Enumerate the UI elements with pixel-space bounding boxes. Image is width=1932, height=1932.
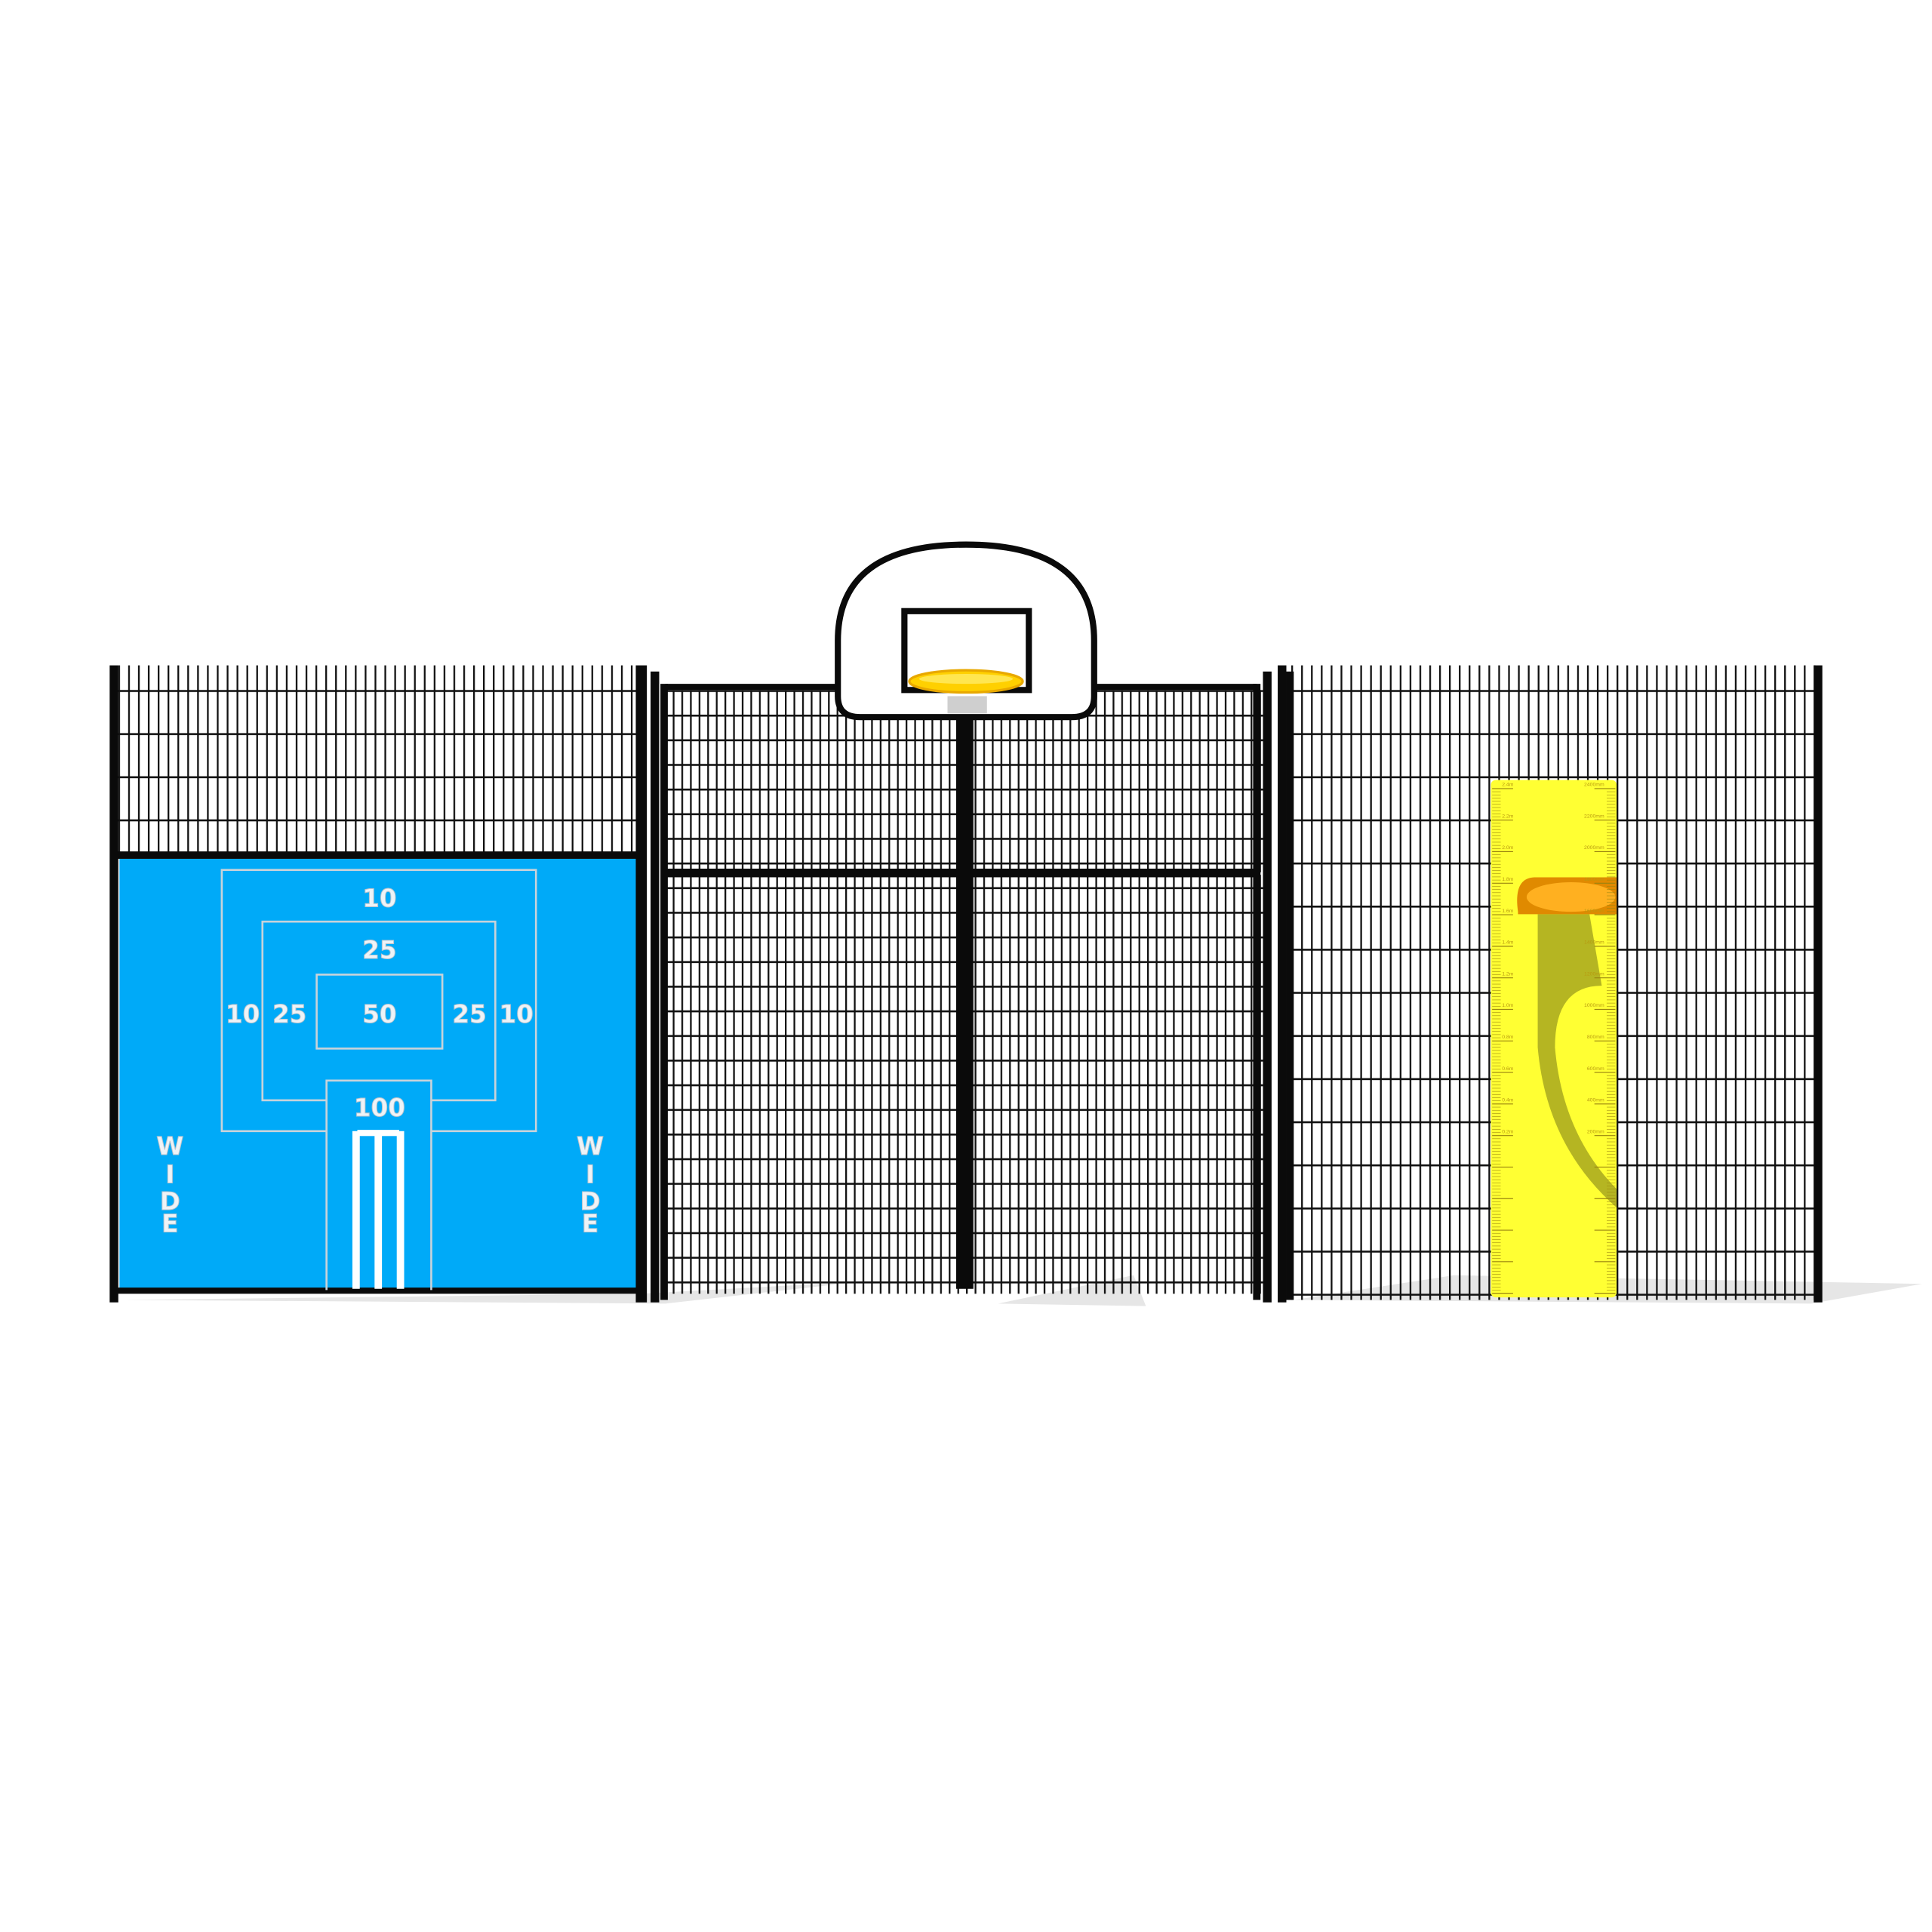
left-upper-mesh <box>117 665 641 857</box>
height-ruler: 2.4m 2400mm 2.2m 2200mm 2.0m 2000mm 1.8m 1800mm… <box>1491 780 1617 1298</box>
zone-label-right-outer: 10 <box>499 1000 533 1029</box>
ruler-label-metres: 0.8m <box>1502 1035 1514 1040</box>
ruler-label-metres: 1.0m <box>1502 1003 1514 1008</box>
zone-label-centre: 50 <box>362 1000 396 1029</box>
left-rail <box>117 851 641 859</box>
ruler-label-metres: 2.0m <box>1502 845 1514 851</box>
wide-letter: W <box>156 1132 183 1161</box>
center-left-frame <box>660 684 668 1300</box>
ruler-label-millimetres: 1800mm <box>1584 877 1604 882</box>
ruler-label-millimetres: 1400mm <box>1584 940 1604 946</box>
ruler-label-millimetres: 1200mm <box>1584 971 1604 977</box>
ruler-label-millimetres: 400mm <box>1587 1098 1604 1103</box>
center-right-post <box>1263 671 1272 1303</box>
wide-letter: D <box>160 1187 180 1216</box>
center-right-frame <box>1253 684 1261 1300</box>
ruler-label-metres: 2.4m <box>1502 783 1514 788</box>
hoop-post <box>955 712 974 1289</box>
center-fence-panel <box>651 541 1272 1303</box>
ruler-label-metres: 0.2m <box>1502 1129 1514 1134</box>
right-fence-panel: 2.4m 2400mm 2.2m 2200mm 2.0m 2000mm 1.8m 1800mm… <box>1278 665 1823 1303</box>
left-post <box>109 665 118 1303</box>
hoop-shadow <box>1537 914 1617 1208</box>
left-center-post <box>635 665 648 1303</box>
wide-letter: E <box>582 1210 598 1238</box>
wide-letter: D <box>580 1187 600 1216</box>
ruler-label-millimetres: 1600mm <box>1584 909 1604 914</box>
hoop-bracket <box>947 696 987 714</box>
wide-letter: E <box>162 1210 178 1238</box>
zone-label-right-middle: 25 <box>452 1000 486 1029</box>
zone-label-left-middle: 25 <box>272 1000 306 1029</box>
right-left-post <box>1278 665 1287 1303</box>
ruler-label-metres: 1.4m <box>1502 940 1514 946</box>
wide-letter: I <box>586 1160 595 1189</box>
ruler-label-metres: 1.6m <box>1502 909 1514 914</box>
left-fence-panel: 10 25 50 10 25 25 10 100 W I D E W I D E <box>109 665 648 1303</box>
ruler-label-millimetres: 800mm <box>1587 1035 1604 1040</box>
ruler-label-metres: 2.2m <box>1502 814 1514 819</box>
wide-label-left: W I D E <box>156 1131 184 1238</box>
wide-letter: W <box>577 1132 604 1161</box>
ruler-label-millimetres: 2200mm <box>1584 814 1604 819</box>
ruler-label-metres: 1.2m <box>1502 971 1514 977</box>
wide-letter: I <box>165 1160 174 1189</box>
ruler-label-metres: 0.4m <box>1502 1098 1514 1103</box>
wide-label-right: W I D E <box>577 1131 605 1238</box>
ruler-label-millimetres: 2000mm <box>1584 845 1604 851</box>
ruler-label-millimetres: 600mm <box>1587 1066 1604 1072</box>
zone-label-outer-top: 10 <box>362 884 396 913</box>
ruler-label-metres: 1.8m <box>1502 877 1514 882</box>
right-post <box>1814 665 1823 1303</box>
basketball-goal <box>835 541 1097 721</box>
zone-label-middle-top: 25 <box>362 936 396 964</box>
ruler-label-millimetres: 2400mm <box>1584 783 1604 788</box>
left-bottom-rail <box>117 1287 641 1294</box>
ruler-label-metres: 0.6m <box>1502 1066 1514 1072</box>
zone-label-stumps: 100 <box>354 1094 405 1122</box>
ruler-label-millimetres: 1000mm <box>1584 1003 1604 1008</box>
center-left-post <box>651 671 660 1303</box>
ruler-ticks <box>1492 788 1616 1294</box>
stumps <box>352 1130 405 1289</box>
zone-label-left-outer: 10 <box>226 1000 260 1029</box>
right-left-frame <box>1286 671 1294 1300</box>
ruler-label-millimetres: 200mm <box>1587 1129 1604 1134</box>
ruler-labels: 2.4m 2400mm 2.2m 2200mm 2.0m 2000mm 1.8m 1800mm… <box>1502 783 1604 1135</box>
target-lines <box>220 869 537 1291</box>
